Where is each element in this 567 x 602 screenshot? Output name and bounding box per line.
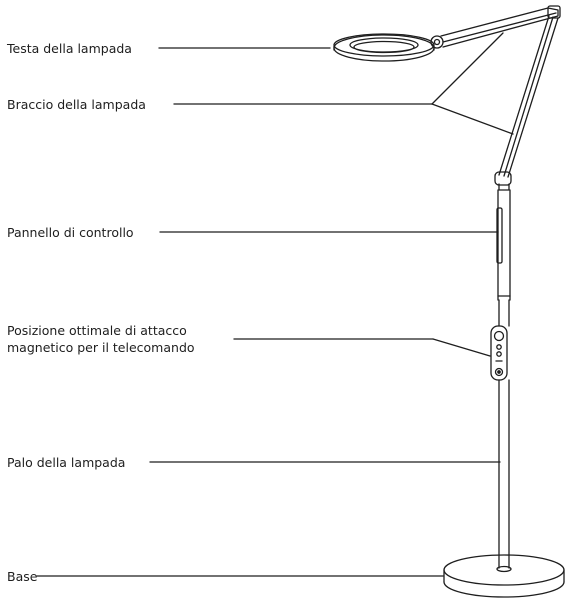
pole-joint bbox=[494, 171, 512, 191]
lamp-head bbox=[333, 33, 444, 62]
label-remote-line2: magnetico per il telecomando bbox=[7, 340, 195, 355]
label-base: Base bbox=[7, 569, 38, 584]
remote-control bbox=[490, 325, 508, 381]
label-remote-line1: Posizione ottimale di attacco bbox=[7, 323, 187, 338]
lamp-base bbox=[443, 554, 565, 598]
leader-arm-to-upper bbox=[431, 32, 504, 105]
control-panel-strip bbox=[496, 207, 503, 264]
lamp-arm-lower bbox=[498, 15, 559, 178]
label-arm: Braccio della lampada bbox=[7, 97, 146, 112]
leader-remote-diag bbox=[432, 338, 491, 357]
label-pole: Palo della lampada bbox=[7, 455, 126, 470]
leader-arm-to-lower bbox=[431, 103, 514, 135]
pole-upper bbox=[496, 189, 511, 301]
leader-lines bbox=[36, 32, 514, 577]
label-head: Testa della lampada bbox=[7, 41, 132, 56]
lamp-arm-upper bbox=[440, 5, 561, 48]
label-control-panel: Pannello di controllo bbox=[7, 225, 134, 240]
pole-lower bbox=[498, 299, 510, 569]
